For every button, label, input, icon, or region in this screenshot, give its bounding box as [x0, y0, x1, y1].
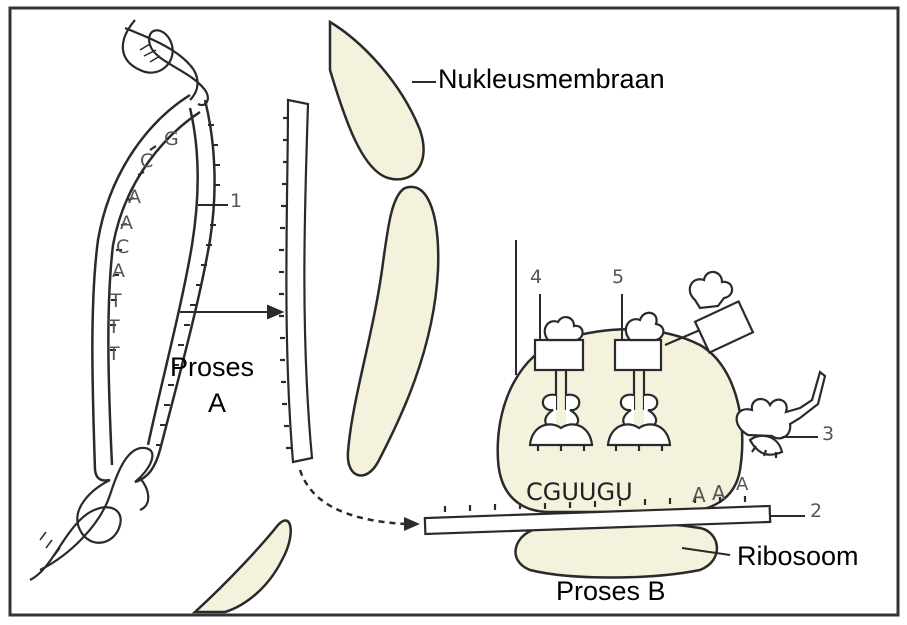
- label-proses-a-line2: A: [208, 388, 226, 419]
- dna-base-4: A: [120, 212, 133, 234]
- dna-base-5: C: [116, 236, 129, 258]
- dna-base-8: T: [108, 316, 120, 338]
- mrna-strand-free: [286, 100, 312, 462]
- mrna-codons: CGUUGU: [526, 478, 633, 506]
- membrane-segment-top: [330, 22, 424, 179]
- arrow-to-ribosome: [300, 470, 420, 531]
- dna-helix-top: [123, 20, 208, 105]
- poly-a-2: A: [712, 481, 726, 505]
- poly-a-3: A: [736, 474, 748, 495]
- dna-base-7: T: [110, 290, 122, 312]
- label-number-5: 5: [612, 266, 624, 288]
- membrane-segment-bottom: [195, 520, 291, 612]
- poly-a-1: A: [692, 483, 706, 507]
- label-ribosoom: Ribosoom: [737, 541, 859, 572]
- dna-base-6: A: [112, 260, 125, 282]
- label-proses-b: Proses B: [556, 576, 666, 607]
- label-number-1: 1: [230, 190, 242, 212]
- label-proses-a-line1: Proses: [170, 352, 254, 383]
- dna-base-2: C: [140, 150, 153, 172]
- dna-base-9: T: [108, 343, 120, 365]
- amino-acid-chain: [665, 272, 753, 353]
- dna-helix-bottom: [30, 448, 152, 580]
- dna-base-1: G: [164, 128, 179, 150]
- membrane-segment-middle: [348, 187, 438, 476]
- label-number-2: 2: [810, 500, 822, 522]
- dna-base-3: A: [128, 186, 141, 208]
- label-nukleusmembraan: Nukleusmembraan: [438, 64, 665, 95]
- label-number-4: 4: [530, 266, 542, 288]
- label-number-3: 3: [822, 423, 834, 445]
- trna-3: [737, 372, 825, 458]
